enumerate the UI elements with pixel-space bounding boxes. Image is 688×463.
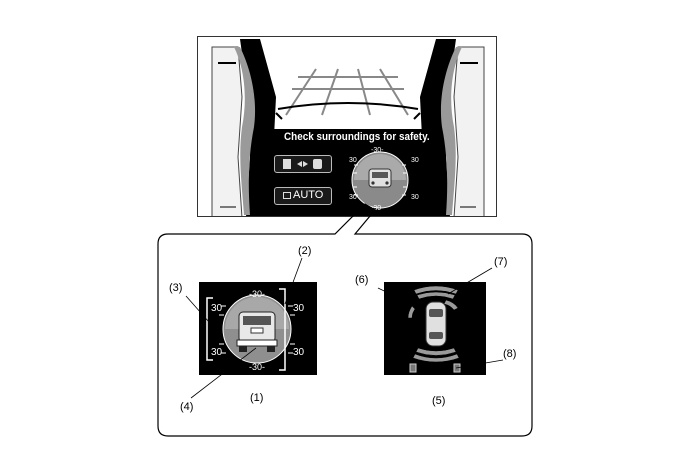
inclinometer-graphic [206, 288, 295, 371]
callout-1: (1) [250, 392, 264, 404]
callout-6: (6) [355, 274, 369, 286]
callout-3: (3) [169, 282, 183, 294]
inclino-top-value: -30- [249, 289, 266, 299]
callout-4: (4) [180, 401, 194, 413]
compass-top-value: -30- [371, 147, 384, 154]
compass-left-bottom-value: 30 [349, 194, 357, 201]
inclinometer-display: -30- -30- 30 30 30 30 [199, 282, 317, 375]
inclino-left-bottom-value: 30 [211, 347, 223, 358]
auto-mode-label: AUTO [293, 189, 324, 201]
compass-right-top-value: 30 [411, 157, 419, 164]
parking-sensor-display [384, 282, 486, 375]
inclino-left-top-value: 30 [211, 303, 223, 314]
compass-bottom-value: -30- [371, 205, 384, 212]
mode-icon [283, 192, 291, 199]
compass-right-bottom-value: 30 [411, 194, 419, 201]
view-switch-icon [283, 159, 322, 169]
inclino-right-top-value: 30 [293, 303, 305, 314]
inclino-bottom-value: -30- [249, 362, 266, 372]
compass-left-top-value: 30 [349, 157, 357, 164]
callout-5: (5) [432, 395, 446, 407]
inclino-right-bottom-value: 30 [293, 347, 305, 358]
camera-view-graphic [211, 39, 485, 216]
callout-2: (2) [298, 245, 312, 257]
safety-message: Check surroundings for safety. [284, 131, 430, 143]
callout-7: (7) [494, 256, 508, 268]
camera-screen: Check surroundings for safety. AUTO -30-… [197, 36, 497, 217]
callout-8: (8) [503, 348, 517, 360]
parking-sensor-graphic [407, 285, 461, 373]
view-switch-button[interactable] [274, 155, 332, 173]
auto-mode-button[interactable]: AUTO [274, 187, 332, 205]
